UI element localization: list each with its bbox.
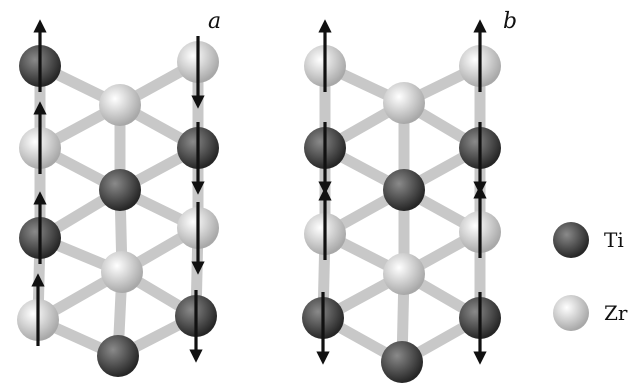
spin-arrow-layer	[316, 19, 487, 365]
zr-atom	[383, 253, 425, 295]
legend-zr-atom-icon	[553, 295, 589, 331]
panel-a	[17, 19, 219, 377]
zr-atom	[101, 251, 143, 293]
legend-ti-atom-icon	[553, 222, 589, 258]
panel-label-a: a	[208, 9, 221, 34]
panel-label-b: b	[503, 9, 517, 34]
legend-label-ti: Ti	[604, 228, 624, 252]
ti-atom	[381, 341, 423, 383]
zr-atom	[99, 84, 141, 126]
ti-atom	[99, 169, 141, 211]
ti-atom	[383, 169, 425, 211]
atom-layer	[17, 41, 219, 377]
panel-b	[302, 19, 501, 383]
zr-atom	[383, 82, 425, 124]
spin-arrow-layer	[31, 19, 205, 363]
legend: Ti Zr	[553, 222, 628, 331]
ti-atom	[97, 335, 139, 377]
legend-label-zr: Zr	[604, 301, 628, 325]
